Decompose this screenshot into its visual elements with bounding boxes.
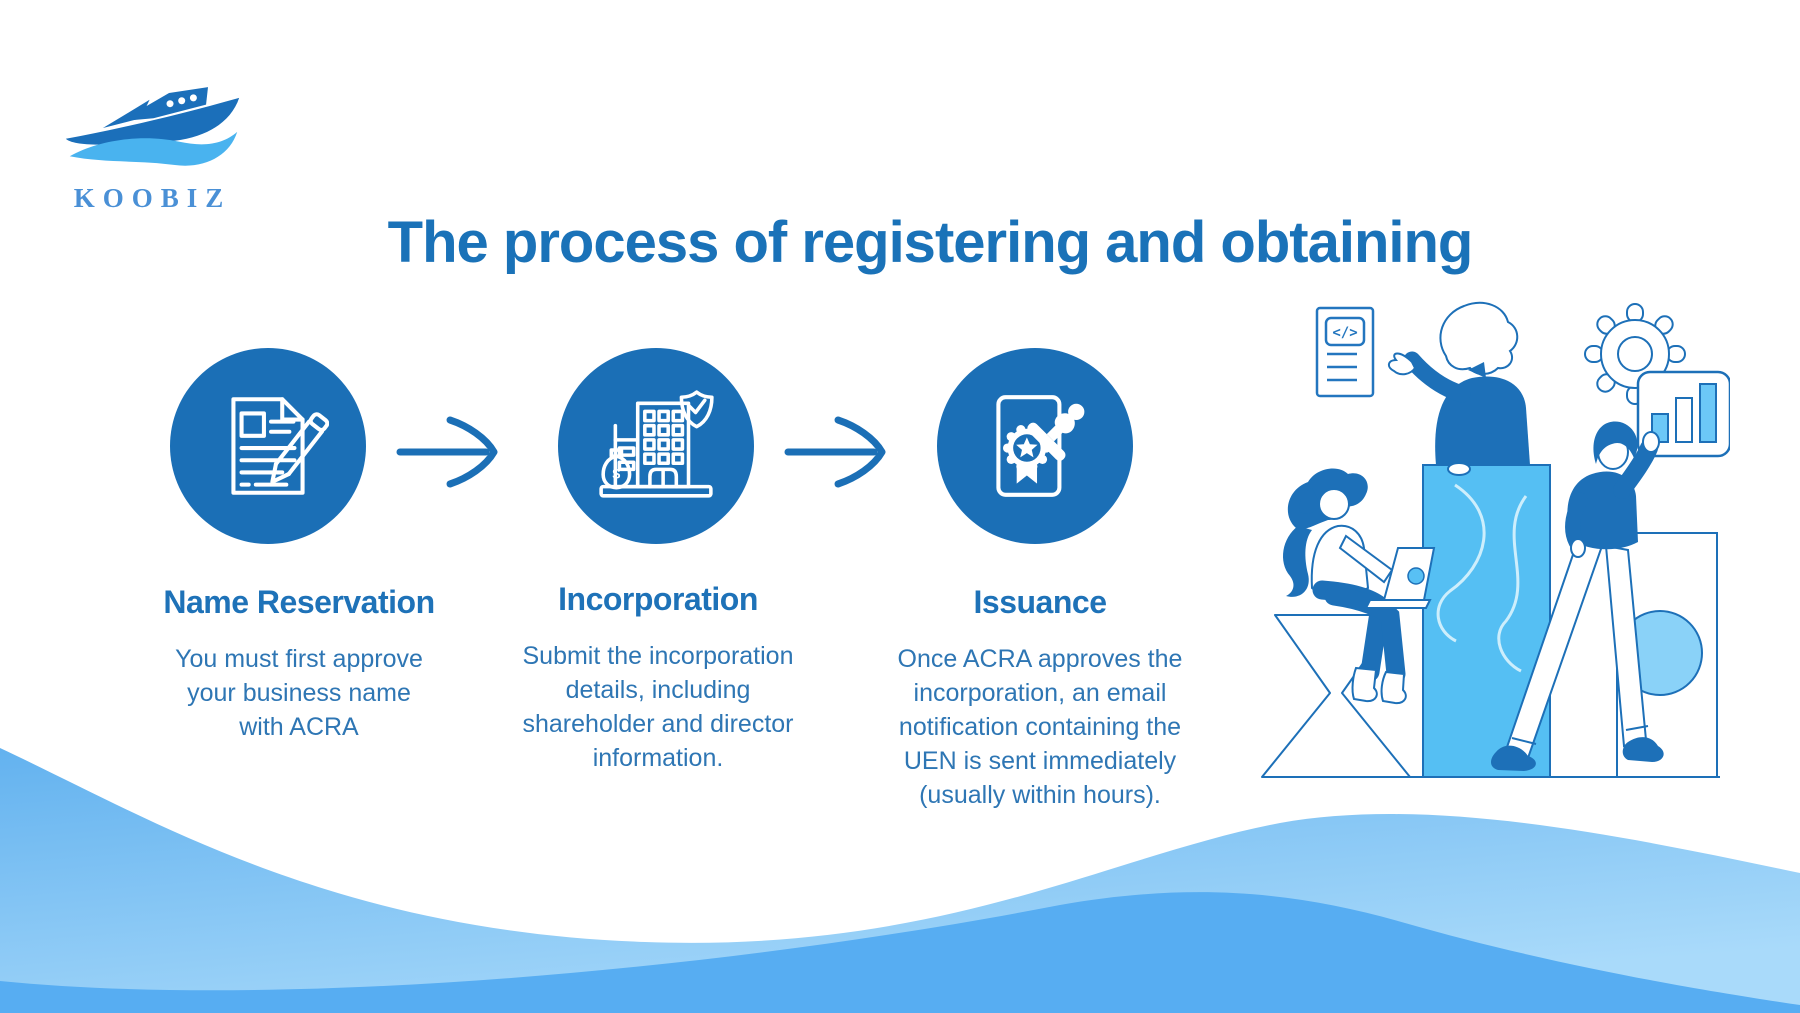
- building-shield-icon: $: [599, 390, 714, 498]
- bottom-waves-decoration: [0, 748, 1800, 1013]
- dollar-glyph: $: [612, 467, 620, 483]
- code-glyph: </>: [1332, 325, 1357, 341]
- page-title: The process of registering and obtaining: [387, 209, 1474, 275]
- document-pencil-icon: [231, 397, 329, 495]
- step3-text: Issuance Once ACRA approves the incorpor…: [850, 584, 1230, 812]
- step3-description: Once ACRA approves the incorporation, an…: [897, 645, 1183, 809]
- ship-logo-icon: [65, 87, 240, 166]
- pointing-woman: [1388, 301, 1530, 478]
- logo: KOOBIZ: [45, 78, 260, 214]
- brand-name: KOOBIZ: [73, 183, 232, 213]
- step3-title: Issuance: [973, 584, 1107, 620]
- curved-right-arrow-icon: [784, 416, 886, 488]
- walking-man: [1491, 421, 1664, 771]
- step2-circle: $: [558, 348, 754, 544]
- step2-title: Incorporation: [558, 581, 758, 617]
- wave-saturated: [0, 892, 1800, 1013]
- bar-chart-card: [1636, 370, 1730, 458]
- step2-text: Incorporation Submit the incorporation d…: [468, 581, 848, 775]
- step1-description: You must first approve your business nam…: [175, 645, 423, 741]
- certificate-stamp-icon: [996, 395, 1085, 497]
- code-document: </>: [1315, 306, 1375, 398]
- step1-text: Name Reservation You must first approve …: [109, 584, 489, 744]
- step1-circle: [170, 348, 366, 544]
- step1-title: Name Reservation: [163, 584, 435, 620]
- woman-with-laptop: [1283, 468, 1436, 705]
- step2-description: Submit the incorporation details, includ…: [522, 642, 794, 772]
- step3-circle: [937, 348, 1133, 544]
- curved-right-arrow-icon: [396, 416, 498, 488]
- team-illustration: </>: [1261, 301, 1730, 778]
